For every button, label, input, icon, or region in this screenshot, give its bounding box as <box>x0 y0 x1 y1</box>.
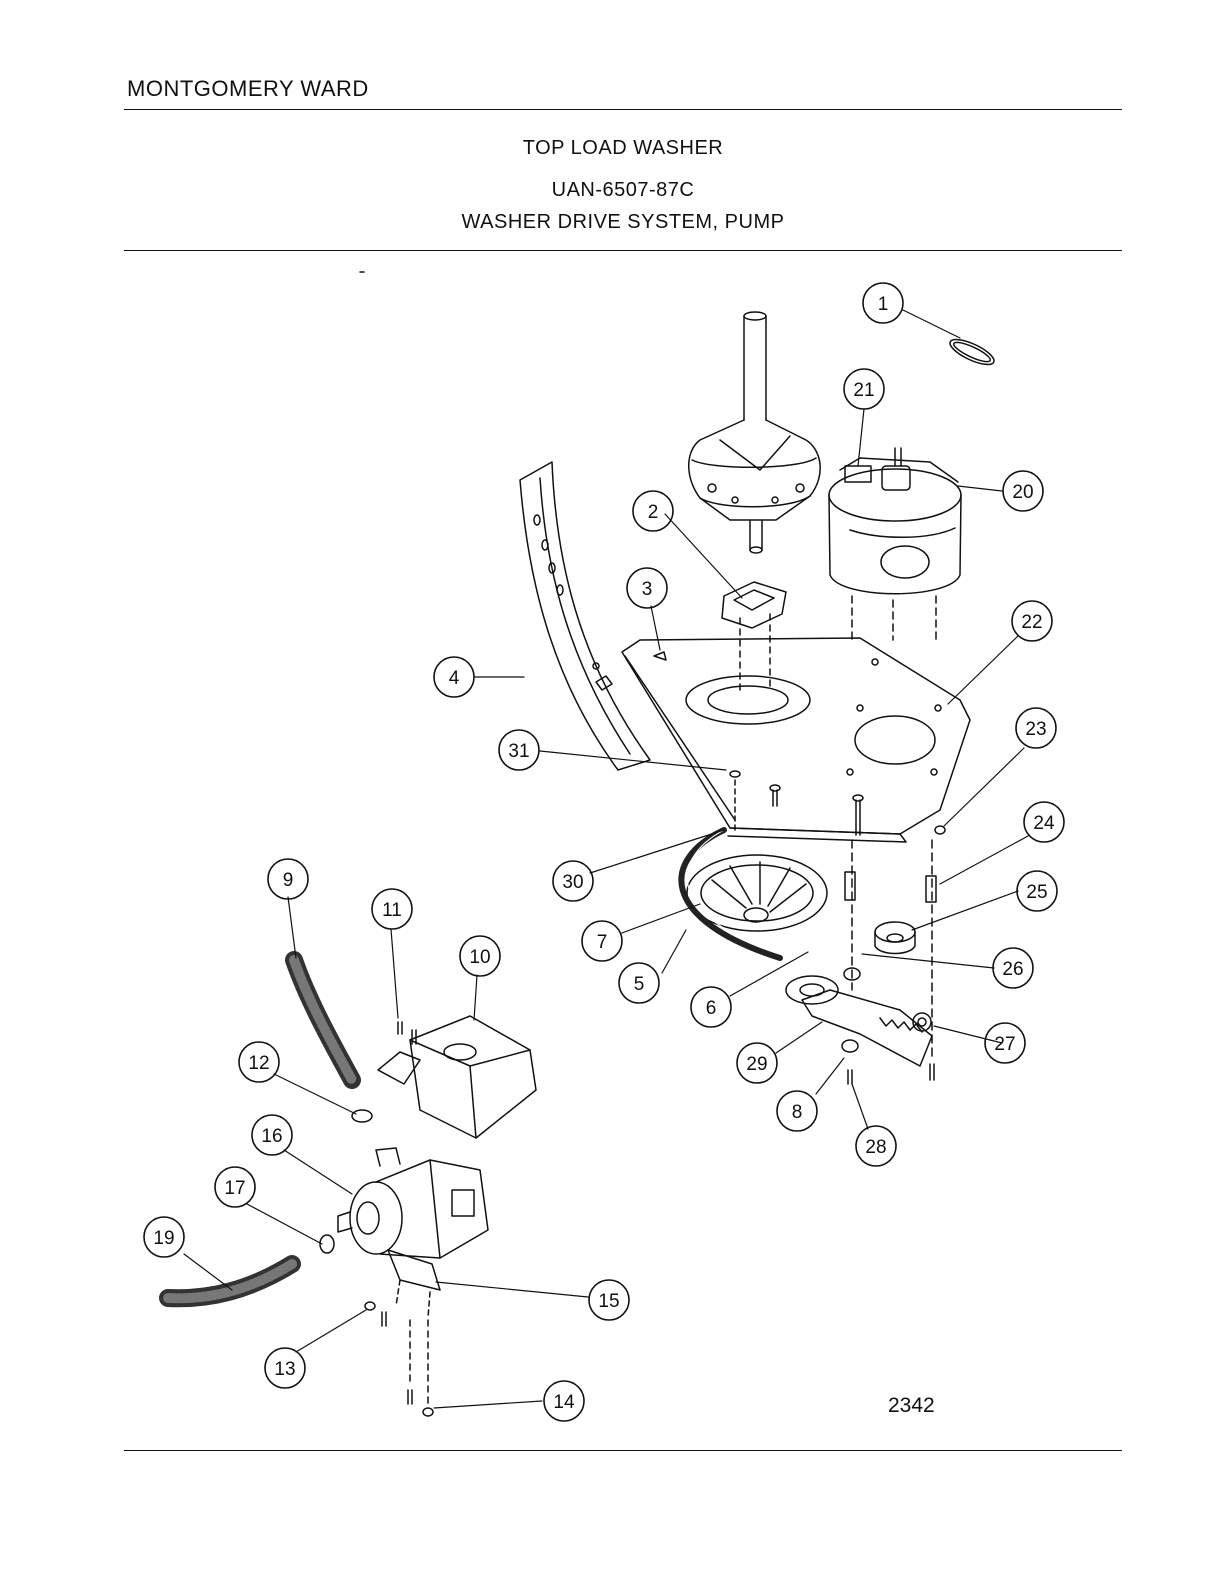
callout-14-label: 14 <box>553 1392 575 1413</box>
callout-7-label: 7 <box>597 932 608 953</box>
callout-12-label: 12 <box>248 1053 269 1074</box>
callout-8-label: 8 <box>792 1102 803 1123</box>
part-5-drive-belt <box>678 827 783 961</box>
part-1-retaining-ring <box>949 338 995 366</box>
callout-23: 23 <box>1015 707 1057 749</box>
plate-fasteners <box>729 770 946 1061</box>
part-14-screw <box>407 1319 434 1417</box>
part-16-drain-pump <box>337 1147 489 1259</box>
callout-30-label: 30 <box>562 872 583 893</box>
part-25-motor-pulley <box>874 921 916 955</box>
callout-9-label: 9 <box>283 870 294 891</box>
leader-lines <box>183 309 1029 1409</box>
product-title: TOP LOAD WASHER <box>522 137 724 159</box>
callout-21: 21 <box>843 368 885 410</box>
callout-20: 20 <box>1002 470 1044 512</box>
callout-7: 7 <box>581 920 623 962</box>
callout-8: 8 <box>776 1090 818 1132</box>
footer-rule <box>124 1450 1122 1451</box>
part-10-pump-cover <box>377 1015 537 1139</box>
header-rule-bottom <box>124 250 1122 251</box>
callout-10-label: 10 <box>469 947 490 968</box>
callout-4: 4 <box>433 656 475 698</box>
callout-3-label: 3 <box>642 579 653 600</box>
callout-3: 3 <box>626 567 668 609</box>
callout-27: 27 <box>984 1022 1026 1064</box>
callout-26-label: 26 <box>1002 959 1023 980</box>
section-title: WASHER DRIVE SYSTEM, PUMP <box>461 211 785 233</box>
callout-5: 5 <box>618 962 660 1004</box>
callout-bubbles: 1 2 3 4 5 6 7 8 9 10 11 12 13 14 15 16 1… <box>143 282 1065 1422</box>
callout-11-label: 11 <box>382 900 402 921</box>
callout-19-label: 19 <box>153 1228 174 1249</box>
part-22-mounting-plate <box>592 637 971 843</box>
callout-1-label: 1 <box>878 294 889 315</box>
brand-title: MONTGOMERY WARD <box>127 76 369 101</box>
model-number: UAN-6507-87C <box>551 179 695 201</box>
part-24-spacer <box>844 871 937 903</box>
part-20-drive-motor <box>828 447 962 641</box>
callout-31: 31 <box>498 729 540 771</box>
part-12-hose-clamp <box>351 1109 373 1123</box>
part-2-coupling <box>721 581 787 691</box>
transmission-gearcase <box>688 311 821 554</box>
callout-15-label: 15 <box>598 1291 619 1312</box>
callout-9: 9 <box>267 858 309 900</box>
callout-17-label: 17 <box>224 1178 245 1199</box>
header-rule-top <box>124 109 1122 110</box>
callout-6-label: 6 <box>706 998 717 1019</box>
cabinet-side-panel <box>519 461 651 771</box>
part-19-drain-hose <box>159 1255 301 1308</box>
callout-16-label: 16 <box>261 1126 282 1147</box>
part-13-screw <box>364 1301 387 1327</box>
callout-27-label: 27 <box>994 1034 1015 1055</box>
part-17-hose-clamp <box>319 1234 335 1254</box>
callout-17: 17 <box>214 1166 256 1208</box>
callout-23-label: 23 <box>1025 719 1046 740</box>
callout-13-label: 13 <box>274 1359 295 1380</box>
callout-16: 16 <box>251 1114 293 1156</box>
callout-28-label: 28 <box>865 1137 886 1158</box>
callout-24-label: 24 <box>1033 813 1055 834</box>
part-7-drive-pulley <box>686 854 828 932</box>
figure-number: 2342 <box>888 1394 935 1417</box>
callout-13: 13 <box>264 1347 306 1389</box>
callout-19: 19 <box>143 1216 185 1258</box>
callout-26: 26 <box>992 947 1034 989</box>
part-15-pump-bracket <box>387 1249 441 1319</box>
callout-29: 29 <box>736 1042 778 1084</box>
callout-10: 10 <box>459 935 501 977</box>
callout-11: 11 <box>371 888 413 930</box>
callout-2-label: 2 <box>648 502 659 523</box>
callout-6: 6 <box>690 986 732 1028</box>
part-9-pump-hose <box>285 951 361 1089</box>
callout-25-label: 25 <box>1026 882 1047 903</box>
callout-15: 15 <box>588 1279 630 1321</box>
callout-22-label: 22 <box>1021 612 1042 633</box>
callout-2: 2 <box>632 490 674 532</box>
callout-12: 12 <box>238 1041 280 1083</box>
callout-30: 30 <box>552 860 594 902</box>
callout-22: 22 <box>1011 600 1053 642</box>
callout-28: 28 <box>855 1125 897 1167</box>
callout-24: 24 <box>1023 801 1065 843</box>
callout-21-label: 21 <box>853 380 874 401</box>
part-26-washer <box>843 967 861 981</box>
callout-29-label: 29 <box>746 1054 767 1075</box>
callout-1: 1 <box>862 282 904 324</box>
callout-31-label: 31 <box>508 741 529 762</box>
callout-5-label: 5 <box>634 974 645 995</box>
part-29-idler-bracket <box>785 975 935 1085</box>
callout-20-label: 20 <box>1012 482 1033 503</box>
callout-25: 25 <box>1016 870 1058 912</box>
callout-14: 14 <box>543 1380 585 1422</box>
callout-4-label: 4 <box>449 668 460 689</box>
